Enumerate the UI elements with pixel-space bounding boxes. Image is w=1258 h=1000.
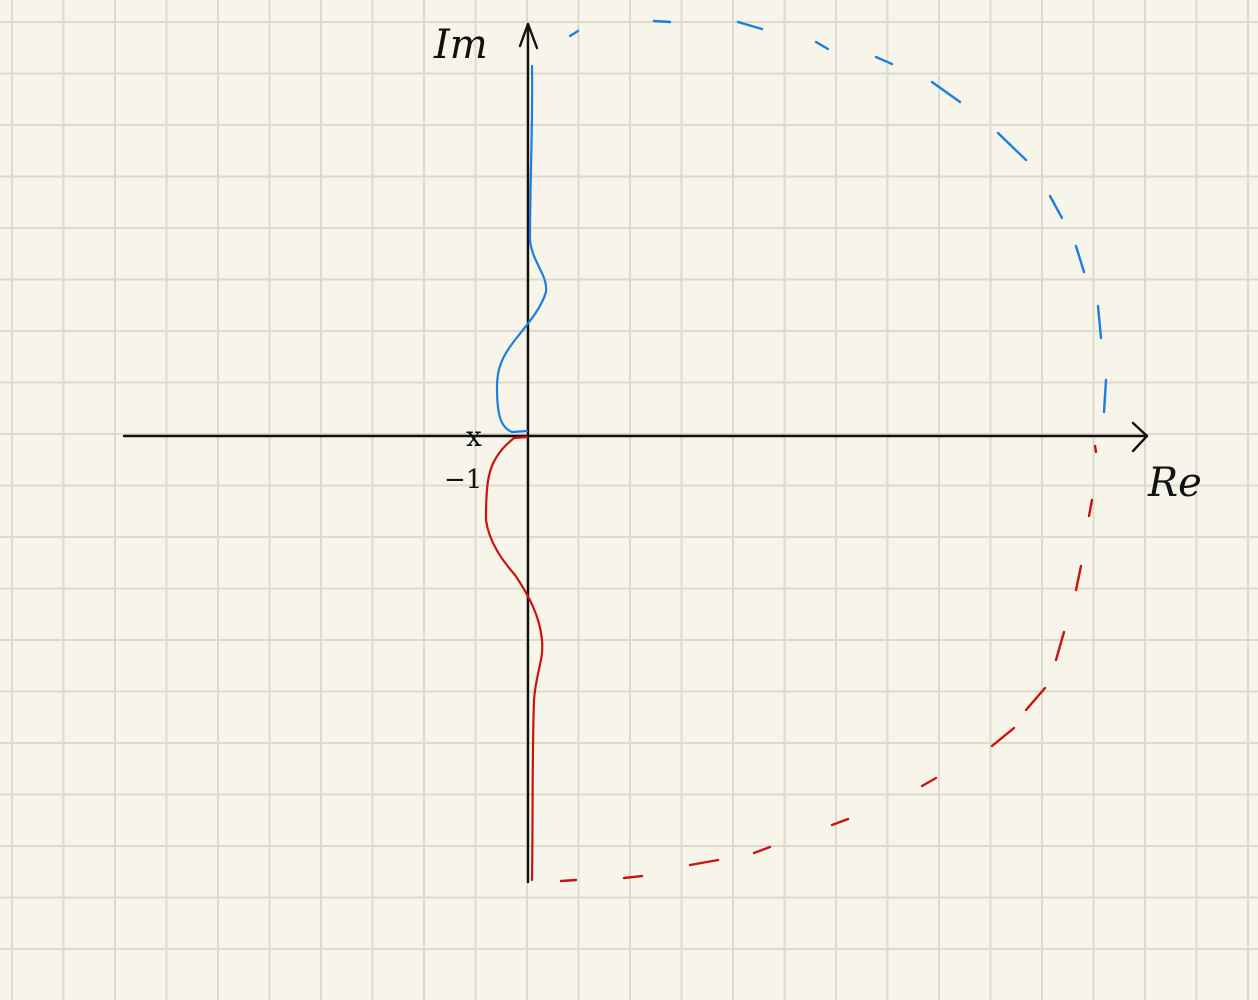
positive-arc-dash bbox=[736, 20, 764, 31]
negative-arc-dash bbox=[990, 726, 1016, 748]
positive-arc-dash bbox=[1102, 378, 1108, 414]
negative-arc-dash bbox=[559, 878, 578, 883]
negative-frequency-curve bbox=[484, 435, 544, 882]
positive-arc-dash bbox=[568, 29, 580, 38]
positive-arc-dash bbox=[814, 40, 830, 51]
negative-arc-dash bbox=[1093, 444, 1098, 454]
imaginary-axis-arrowhead bbox=[518, 22, 539, 50]
positive-arc-dash bbox=[996, 131, 1028, 162]
critical-point-marker: x bbox=[466, 420, 482, 453]
positive-arc-dash bbox=[1074, 244, 1086, 274]
negative-arc-dash bbox=[1087, 498, 1094, 518]
negative-arc-dash bbox=[752, 845, 772, 855]
negative-arc-dash bbox=[622, 874, 644, 880]
negative-arc-dash bbox=[688, 858, 720, 867]
positive-arc-dash bbox=[930, 80, 962, 104]
positive-arc-dash bbox=[874, 55, 894, 66]
negative-arc-dash bbox=[830, 817, 850, 827]
positive-arc-dash bbox=[652, 19, 672, 24]
axes bbox=[122, 22, 1149, 884]
positive-closing-arc bbox=[568, 19, 1108, 414]
positive-frequency-curve bbox=[495, 64, 548, 434]
critical-point-label: −1 bbox=[444, 465, 482, 495]
negative-closing-arc bbox=[559, 444, 1098, 883]
negative-arc-dash bbox=[1054, 630, 1066, 662]
negative-arc-dash bbox=[1024, 686, 1047, 712]
negative-arc-dash bbox=[920, 776, 938, 788]
negative-arc-dash bbox=[1074, 564, 1083, 592]
positive-arc-dash bbox=[1096, 304, 1103, 340]
real-axis-label: Re bbox=[1147, 460, 1202, 506]
positive-arc-dash bbox=[1048, 194, 1064, 220]
real-axis-arrowhead bbox=[1131, 421, 1149, 453]
imaginary-axis-label: Im bbox=[433, 22, 488, 68]
